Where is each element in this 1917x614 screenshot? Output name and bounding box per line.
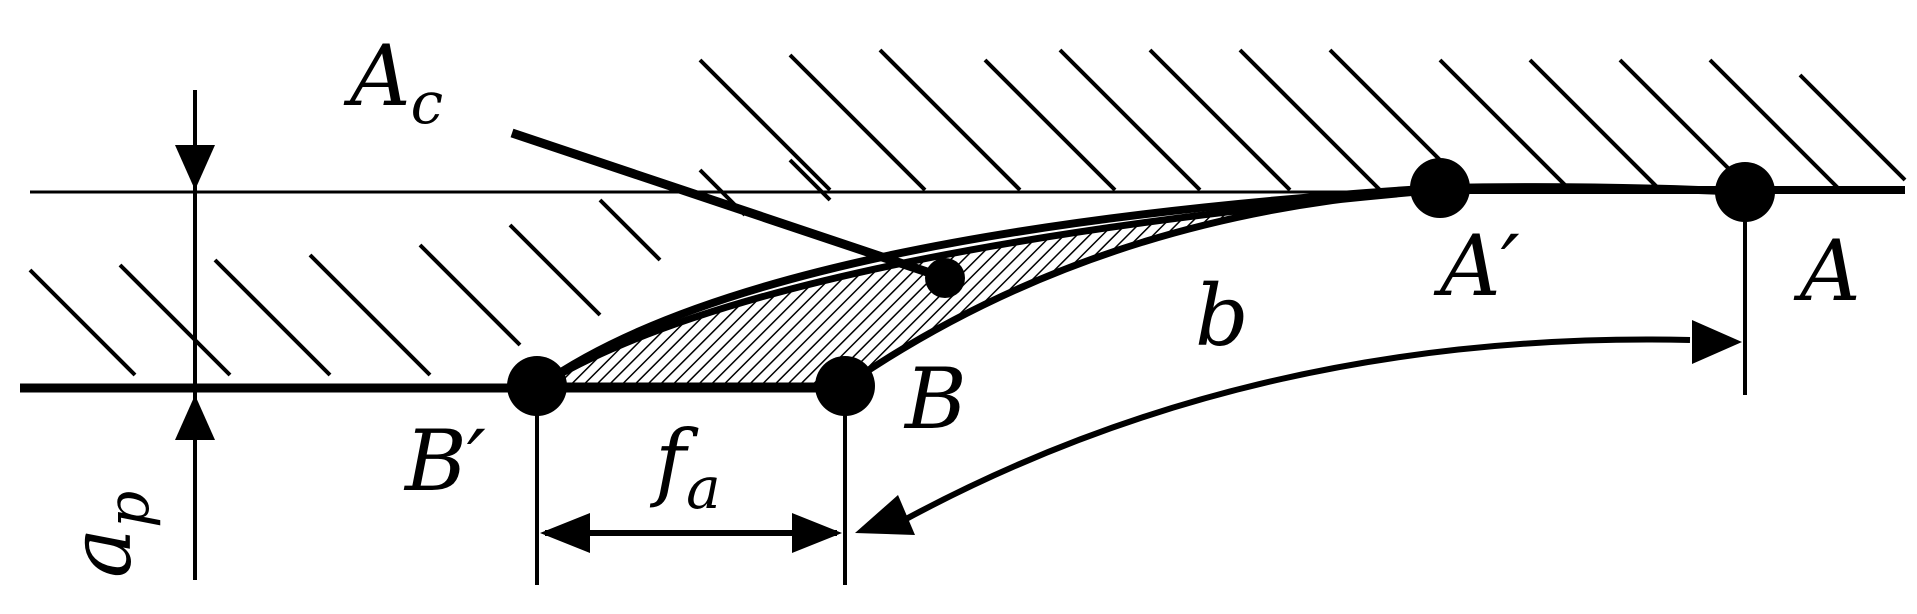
point-a-prime xyxy=(1410,158,1470,218)
label-ap: ap xyxy=(52,491,162,578)
lower-hatching xyxy=(28,158,832,377)
upper-hatching xyxy=(698,48,1907,192)
ac-centroid-dot xyxy=(925,258,965,298)
ap-dimension xyxy=(175,90,215,580)
label-b-prime: B′ xyxy=(403,412,486,510)
label-b-length: b xyxy=(1195,267,1249,365)
label-a: A xyxy=(1793,222,1861,320)
chip-cross-section xyxy=(536,186,1444,390)
label-b: B xyxy=(903,350,967,448)
fa-dimension xyxy=(540,513,842,553)
label-fa: fa xyxy=(649,412,721,522)
ac-leader-line xyxy=(510,128,947,283)
b-dimension xyxy=(855,320,1742,535)
label-a-prime: A′ xyxy=(1433,217,1520,315)
label-ac: Ac xyxy=(343,27,443,137)
